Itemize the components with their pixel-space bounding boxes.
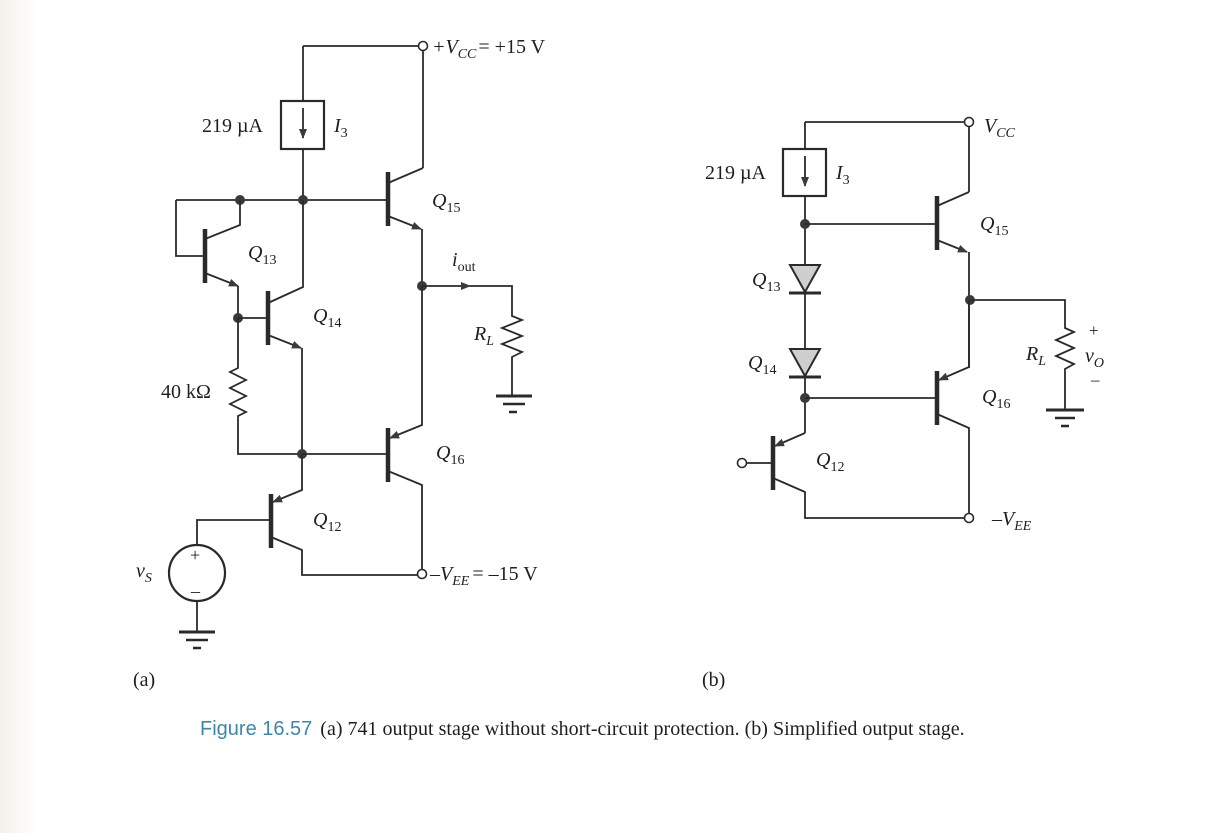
q13-emitter: [204, 272, 239, 287]
vee-terminal[interactable]: [963, 512, 975, 524]
q15-label: Q15: [980, 213, 1008, 239]
vcc-terminal[interactable]: [417, 40, 429, 52]
q15-label: Q15: [432, 190, 460, 216]
q12-emitter: [774, 432, 806, 447]
page-edge-shadow: [0, 0, 40, 833]
vcc-label: +VCC= +15 V: [432, 36, 546, 62]
q14-collector: [267, 200, 304, 304]
input-terminal[interactable]: [736, 457, 748, 469]
q12-label: Q12: [313, 509, 341, 535]
wire: [196, 519, 271, 545]
current-value-label: 219 µA: [705, 162, 767, 184]
current-value-label: 219 µA: [202, 115, 264, 137]
panel-b-label: (b): [702, 669, 726, 691]
q15-collector: [387, 167, 424, 184]
q13-label: Q13: [248, 242, 276, 268]
q15-collector: [936, 191, 970, 207]
q13-collector: [204, 200, 241, 240]
q12-emitter: [272, 454, 303, 503]
q12-collector: [270, 536, 418, 576]
figure-caption-text: (a) 741 output stage without short-circu…: [320, 718, 965, 740]
i3-label: I3: [333, 115, 348, 141]
vcc-label: VCC: [984, 115, 1016, 141]
vee-label: –VEE: [991, 508, 1032, 534]
vs-minus: –: [190, 581, 201, 601]
vo-minus: –: [1090, 370, 1100, 389]
q14-label: Q14: [748, 352, 776, 378]
resistor-value-label: 40 kΩ: [161, 381, 211, 403]
diode-q13: [788, 264, 822, 295]
circuit-b: VCC 219 µA I3 Q15 Q13 + RL vO – Q14 Q16 …: [705, 115, 1104, 534]
q15-emitter: [936, 239, 968, 253]
diode-q14: [788, 348, 822, 379]
q16-label: Q16: [982, 386, 1010, 412]
vee-label: –VEE= –15 V: [429, 563, 538, 589]
q16-collector: [936, 413, 970, 514]
q15-emitter: [387, 215, 422, 230]
panel-a-label: (a): [133, 669, 156, 691]
q13-label: Q13: [752, 269, 780, 295]
q16-label: Q16: [436, 442, 464, 468]
figure-number: Figure 16.57: [200, 718, 313, 740]
q12-collector: [772, 477, 964, 519]
figure-caption: Figure 16.57 (a) 741 output stage without…: [200, 718, 965, 741]
vo-plus: +: [1089, 321, 1099, 340]
rl-label: RL: [473, 323, 494, 349]
wire: [175, 200, 205, 257]
resistor-40k: [227, 318, 302, 455]
q12-label: Q12: [816, 449, 844, 475]
q14-emitter: [267, 334, 302, 349]
load-resistor-rl: [970, 299, 1077, 409]
vcc-terminal[interactable]: [963, 116, 975, 128]
rl-label: RL: [1025, 343, 1046, 369]
q16-emitter: [938, 300, 970, 381]
vs-label: vS: [136, 560, 152, 586]
q16-collector: [387, 470, 423, 571]
q14-label: Q14: [313, 305, 341, 331]
vs-plus: +: [190, 545, 200, 565]
load-resistor-rl: [470, 285, 525, 395]
circuit-a: +VCC= +15 V 219 µA I3 Q15 Q13 iout Q14 R…: [136, 36, 546, 650]
i3-label: I3: [835, 162, 850, 188]
vo-label: vO: [1085, 345, 1104, 371]
vee-terminal[interactable]: [416, 568, 428, 580]
iout-label: iout: [452, 249, 476, 275]
q16-emitter: [389, 286, 423, 439]
